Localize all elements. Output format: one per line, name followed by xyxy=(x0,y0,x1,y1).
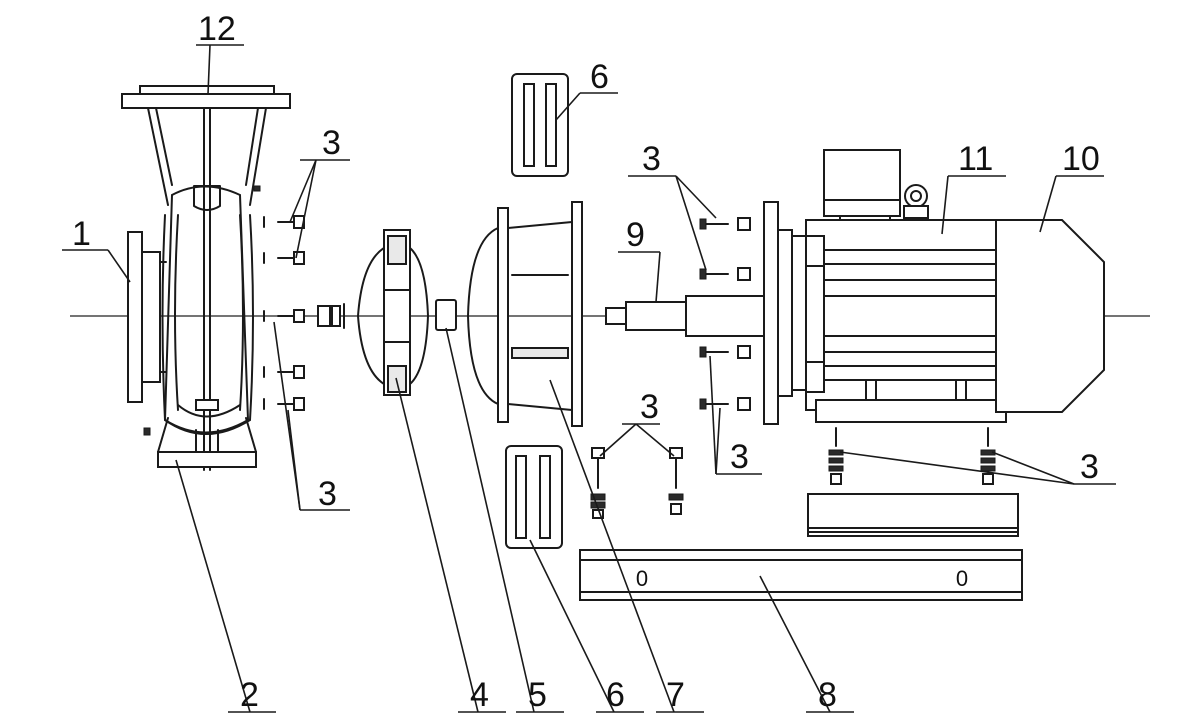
base-mark-left: 0 xyxy=(636,566,648,591)
bearing-bracket xyxy=(467,201,583,427)
callout-2: 2 xyxy=(240,676,259,714)
base-mark-right: 0 xyxy=(956,566,968,591)
callout-4: 4 xyxy=(470,676,489,714)
motor xyxy=(763,149,1105,425)
casing-bolts xyxy=(263,215,345,411)
shaft-key xyxy=(435,299,457,331)
callout-3-left-lower: 3 xyxy=(318,475,337,513)
callout-3-right-middle: 3 xyxy=(730,438,749,476)
pump-casing xyxy=(121,85,291,471)
callout-3-top-left: 3 xyxy=(322,124,341,162)
callout-10: 10 xyxy=(1062,140,1100,178)
callout-5: 5 xyxy=(528,676,547,714)
callout-8: 8 xyxy=(818,676,837,714)
foot-bolts xyxy=(590,427,996,519)
callout-labels: 12 1 3 3 6 3 9 11 10 3 3 3 2 4 5 6 7 8 xyxy=(72,10,1100,714)
callout-3-right: 3 xyxy=(1080,448,1099,486)
leader-lines xyxy=(62,44,1116,713)
bracket-bolts xyxy=(699,217,751,411)
callout-11: 11 xyxy=(958,140,993,178)
callout-1: 1 xyxy=(72,215,91,253)
callout-9: 9 xyxy=(626,216,645,254)
callout-3-top-middle: 3 xyxy=(642,140,661,178)
seal-plate-bottom xyxy=(505,445,563,549)
motor-shaft xyxy=(605,295,767,337)
callout-12: 12 xyxy=(198,10,236,48)
callout-7: 7 xyxy=(666,676,685,714)
callout-3-foot-middle: 3 xyxy=(640,388,659,426)
callout-6-bottom: 6 xyxy=(606,676,625,714)
motor-spacer-plate xyxy=(807,493,1019,537)
impeller xyxy=(357,229,429,396)
base-frame: 0 0 xyxy=(579,549,1023,601)
callout-6-top: 6 xyxy=(590,58,609,96)
seal-plate-top xyxy=(511,73,569,177)
